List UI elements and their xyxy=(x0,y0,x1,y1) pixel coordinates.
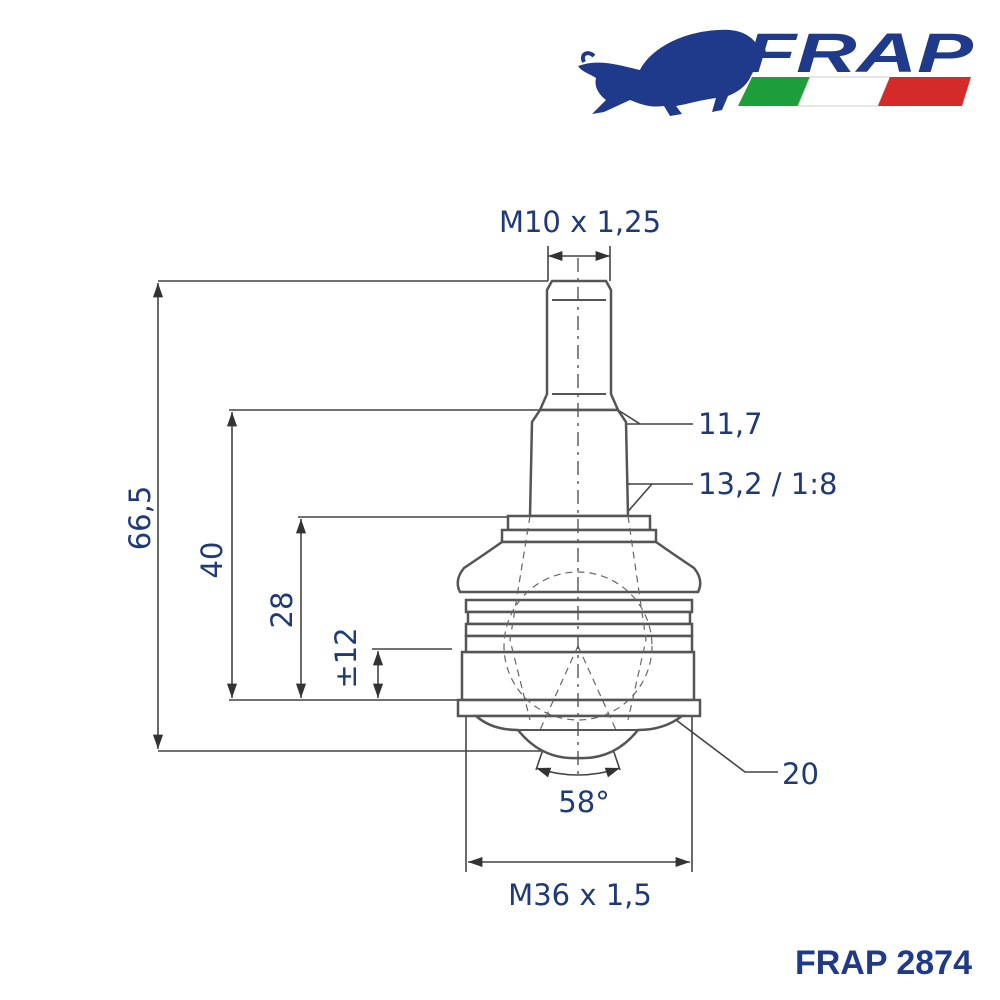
taper-large-label: 13,2 / 1:8 xyxy=(698,467,837,501)
rubber-boot xyxy=(456,540,702,594)
travel-label: ±12 xyxy=(329,627,363,688)
tapered-shank xyxy=(528,408,630,518)
thread-top-label: M10 x 1,25 xyxy=(499,205,661,239)
ball-joint-part xyxy=(456,258,702,778)
housing-ring-2 xyxy=(466,610,692,626)
dimension-lines xyxy=(152,246,778,872)
ball-bottom xyxy=(472,714,686,760)
bull-icon xyxy=(578,29,766,117)
ball-size-label: 20 xyxy=(782,757,819,791)
frap-logo: FRAP xyxy=(578,21,974,117)
base-flange xyxy=(456,698,702,718)
logo-wordmark: FRAP xyxy=(745,21,974,84)
height-28-label: 28 xyxy=(265,592,299,629)
thread-bottom-label: M36 x 1,5 xyxy=(508,878,652,912)
italian-flag-stripe xyxy=(738,76,971,107)
total-height-label: 66,5 xyxy=(123,486,157,551)
hidden-ball xyxy=(503,571,653,721)
housing-ring-3 xyxy=(464,622,694,638)
dimension-labels: M10 x 1,25 11,7 13,2 / 1:8 66,5 40 28 ±1… xyxy=(123,205,837,912)
height-40-label: 40 xyxy=(195,542,229,579)
housing-ring-1 xyxy=(464,598,694,614)
part-number: FRAP 2874 xyxy=(795,944,972,982)
angle-label: 58° xyxy=(558,785,609,819)
taper-small-label: 11,7 xyxy=(698,407,763,441)
